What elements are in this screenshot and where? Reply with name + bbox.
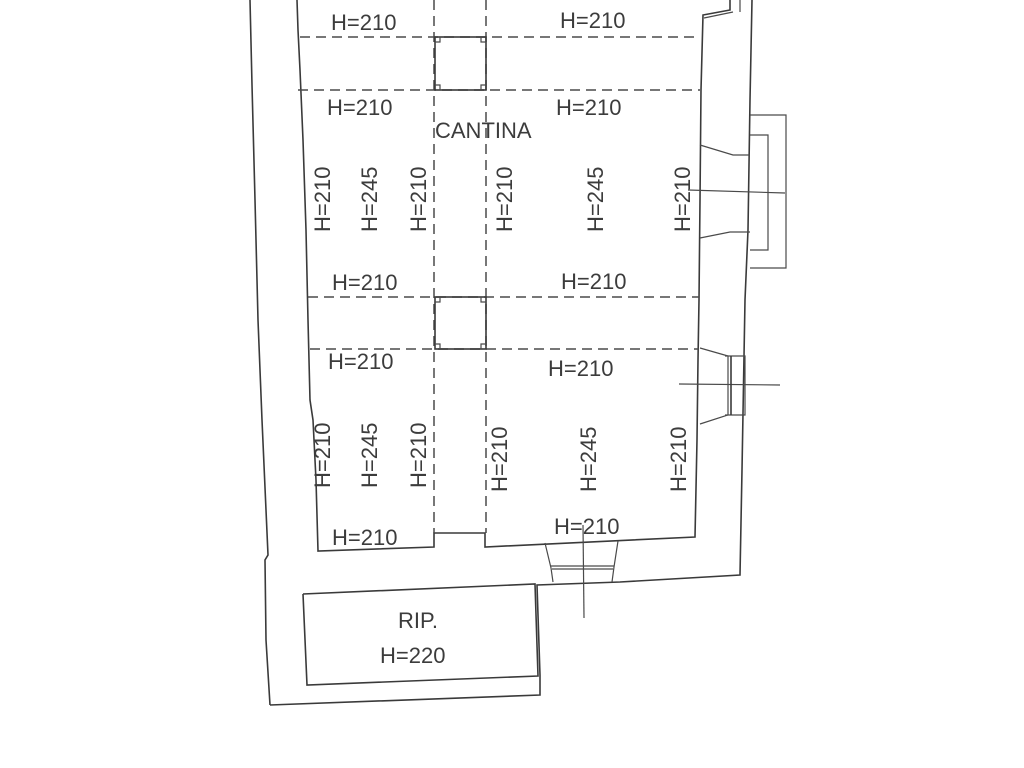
corner-top-right: [703, 0, 741, 19]
height-label: H=210: [548, 356, 613, 381]
height-label-vertical: H=210: [310, 423, 335, 488]
window-lower-right: [678, 347, 781, 425]
height-label: H=210: [332, 525, 397, 550]
height-label: H=210: [560, 8, 625, 33]
door-bottom: [544, 524, 619, 619]
height-label-vertical: H=245: [576, 427, 601, 492]
pillar-lower: [434, 296, 487, 350]
room-name-cantina: CANTINA: [435, 118, 532, 143]
height-label-vertical: H=210: [310, 167, 335, 232]
height-label-vertical: H=210: [406, 167, 431, 232]
outer-wall-left: [249, 0, 271, 706]
height-label-vertical: H=210: [406, 423, 431, 488]
height-label-vertical: H=210: [492, 167, 517, 232]
room-name-ripostiglio: RIP.: [398, 608, 438, 633]
ripostiglio-height-label: H=220: [380, 643, 445, 668]
height-label: H=210: [331, 10, 396, 35]
height-label: H=210: [561, 269, 626, 294]
height-label: H=210: [554, 514, 619, 539]
height-label-vertical: H=245: [583, 167, 608, 232]
outer-wall-bottom: [269, 0, 753, 706]
ripostiglio-room: [302, 583, 539, 686]
height-label-vertical: H=245: [357, 167, 382, 232]
height-label: H=210: [556, 95, 621, 120]
height-label-vertical: H=210: [666, 427, 691, 492]
height-label-vertical: H=210: [670, 167, 695, 232]
height-label: H=210: [327, 95, 392, 120]
height-label-vertical: H=245: [357, 423, 382, 488]
height-label-vertical: H=210: [487, 427, 512, 492]
height-label: H=210: [328, 349, 393, 374]
window-upper-right: [687, 114, 787, 269]
pillar-upper: [434, 36, 487, 91]
height-label: H=210: [332, 270, 397, 295]
